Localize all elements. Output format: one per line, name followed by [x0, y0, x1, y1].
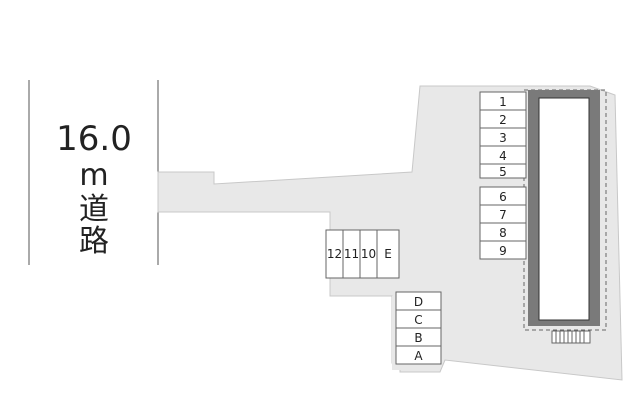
parking-group-right-6-9: 6 7 8 9: [479, 186, 527, 260]
parking-label-D: D: [414, 295, 423, 309]
parking-group-bottom: D C B A: [395, 291, 442, 365]
parking-label-11: 11: [344, 247, 359, 261]
building-inner: [538, 97, 590, 321]
parking-label-A: A: [414, 349, 423, 363]
parking-slot-E: [376, 229, 400, 279]
parking-group-middle: 12 11 10 E: [325, 229, 400, 279]
road-unit-label: m: [79, 158, 108, 193]
parking-label-10: 10: [361, 247, 376, 261]
parking-label-3: 3: [499, 131, 507, 145]
parking-label-4: 4: [499, 149, 507, 163]
road-char-1: 道: [79, 192, 109, 227]
parking-label-2: 2: [499, 113, 507, 127]
parking-label-5: 5: [499, 165, 507, 179]
parking-label-7: 7: [499, 208, 507, 222]
parking-slot-9: [479, 240, 527, 260]
parking-label-1: 1: [499, 95, 507, 109]
step-lines: [555, 331, 585, 343]
parking-group-right-1-5: 1 2 3 4 5: [479, 91, 527, 179]
parking-label-12: 12: [327, 247, 342, 261]
parking-label-C: C: [414, 313, 422, 327]
parking-label-8: 8: [499, 226, 507, 240]
parking-label-6: 6: [499, 190, 507, 204]
road-char-2: 路: [79, 224, 109, 259]
parking-slot-A: [395, 345, 442, 365]
road-width-label: 16.0: [56, 119, 132, 159]
parking-label-9: 9: [499, 244, 507, 258]
parking-label-E: E: [384, 247, 392, 261]
parking-label-B: B: [414, 331, 422, 345]
parking-slot-5: [479, 163, 527, 179]
